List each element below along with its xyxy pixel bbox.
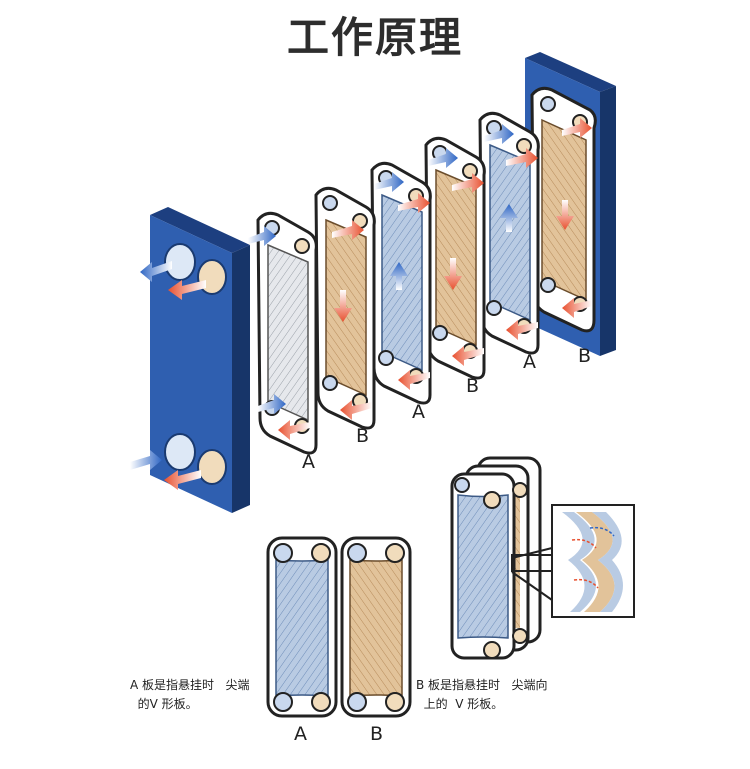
flow-arrows: [130, 118, 592, 490]
detail-plate-b: [340, 536, 412, 718]
plate-label-1: A: [302, 451, 315, 473]
plate-a-5: [478, 111, 540, 355]
note-b-plate: B 板是指悬挂时 尖端向 上的 V 形板。: [416, 678, 548, 711]
plate-label-3: A: [412, 401, 425, 423]
note-a-plate: A 板是指悬挂时 尖端 的V 形板。: [130, 678, 250, 711]
plate-label-6: B: [578, 345, 591, 367]
plate-label-5: A: [523, 351, 536, 373]
plate-b-4: [424, 136, 486, 380]
page-title: 工作原理: [286, 13, 463, 62]
stacked-plates-pack: [450, 456, 553, 660]
plate-label-2: B: [356, 425, 369, 447]
detail-label-b: B: [370, 723, 383, 745]
plate-a-1: [256, 211, 318, 455]
detail-plate-a: [266, 536, 338, 718]
channel-magnified-detail: [511, 504, 635, 618]
plate-label-4: B: [466, 375, 479, 397]
left-frame-plate: [150, 207, 250, 513]
detail-label-a: A: [294, 723, 307, 745]
